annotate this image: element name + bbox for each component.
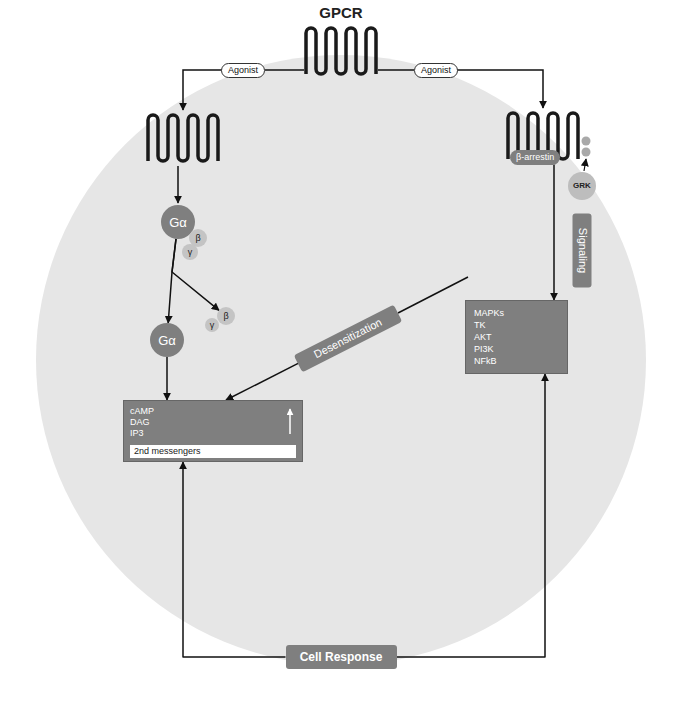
node-text: Agonist xyxy=(421,65,451,76)
node-text: Signaling xyxy=(576,221,589,279)
phosphate-dot xyxy=(582,137,591,146)
agonist-tag: Agonist xyxy=(414,63,458,78)
arrestin-tag: β-arrestin xyxy=(510,150,560,165)
pathway-tag: Desensitization xyxy=(294,304,402,372)
connector-arrow xyxy=(378,69,414,71)
receptor-symbol xyxy=(306,28,376,74)
node-text: γ xyxy=(210,321,215,330)
node-text: cAMP DAG IP3 xyxy=(130,406,154,439)
receptor-label: GPCR xyxy=(304,4,378,74)
connector-arrow xyxy=(553,165,555,301)
phosphate-dot xyxy=(582,148,591,157)
node-text: Desensitization xyxy=(302,310,393,365)
effector-box: MAPKs TK AKT PI3K NFkB xyxy=(465,300,568,374)
connector-arrow xyxy=(183,462,286,657)
node-text: GPCR xyxy=(304,4,378,22)
agonist-arrow xyxy=(183,70,225,110)
connector-arrow xyxy=(265,69,304,71)
connector-arrow xyxy=(226,363,298,400)
node-text: β xyxy=(223,312,228,321)
g-alpha-subunit: Gα xyxy=(150,323,184,357)
activation-arrow xyxy=(177,166,179,203)
kinase-circle: GRK xyxy=(568,172,596,200)
node-text: Cell Response xyxy=(300,650,383,664)
node-text: GRK xyxy=(573,182,591,190)
node-text: Gα xyxy=(169,216,187,229)
node-text: β-arrestin xyxy=(516,152,554,163)
increase-arrow xyxy=(289,409,291,434)
connector-arrow xyxy=(166,357,168,400)
node-text: γ xyxy=(188,248,193,257)
g-gamma-subunit: γ xyxy=(182,244,198,260)
node-subtext: 2nd messengers xyxy=(130,445,296,458)
pathway-tag: Signaling xyxy=(573,213,592,287)
response-tag: Cell Response xyxy=(286,645,397,669)
node-text: MAPKs TK AKT PI3K NFkB xyxy=(474,307,504,367)
connector-arrow xyxy=(397,374,546,657)
connector-arrow xyxy=(172,239,219,310)
node-text: Gα xyxy=(158,334,176,347)
g-beta-subunit: β xyxy=(217,307,235,325)
receptor-symbol xyxy=(148,115,218,161)
messenger-box: cAMP DAG IP3 2nd messengers xyxy=(123,400,303,462)
agonist-tag: Agonist xyxy=(221,63,265,78)
node-text: β xyxy=(195,234,200,243)
desensitization-line xyxy=(398,277,468,313)
cell-body xyxy=(36,55,646,665)
phosphorylation-arrow xyxy=(584,159,586,171)
agonist-arrow xyxy=(455,70,543,108)
g-gamma-subunit: γ xyxy=(205,318,219,332)
node-text: Agonist xyxy=(228,65,258,76)
